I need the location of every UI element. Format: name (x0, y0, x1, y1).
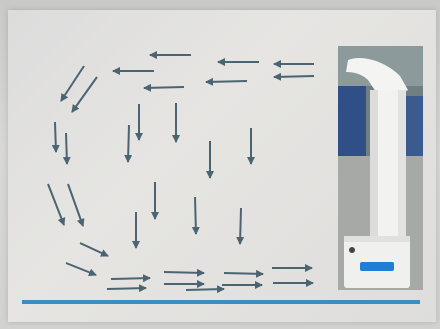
airflow-arrow (62, 132, 71, 165)
airflow-arrow (65, 262, 97, 277)
airflow-arrow (51, 121, 60, 153)
airflow-arrow (47, 183, 66, 226)
airflow-arrow (185, 285, 225, 294)
airflow-arrow (143, 83, 185, 92)
airflow-arrow (236, 207, 245, 245)
air-purifier-photo (338, 46, 423, 290)
airflow-arrow (124, 124, 133, 163)
airflow-arrow (110, 274, 151, 283)
airflow-arrow (71, 76, 98, 113)
airflow-arrow (67, 183, 85, 227)
airflow-arrow (191, 196, 200, 235)
airflow-arrows (47, 51, 315, 294)
airflow-arrow (60, 65, 85, 102)
airflow-arrow (205, 77, 248, 86)
airflow-arrow (79, 242, 109, 257)
airflow-arrow (163, 268, 205, 277)
airflow-arrow (273, 72, 315, 81)
air-purifier-tower-icon (338, 46, 423, 290)
airflow-arrow (223, 269, 264, 278)
airflow-arrow (106, 284, 147, 293)
